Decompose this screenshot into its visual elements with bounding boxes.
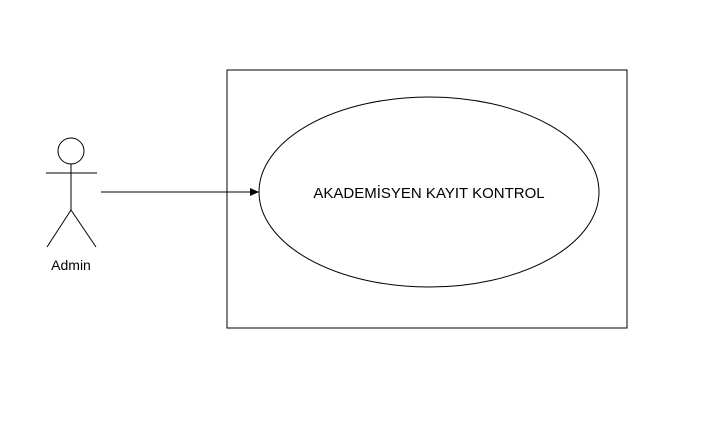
actor-head bbox=[57, 137, 85, 165]
use-case-ellipse bbox=[258, 96, 600, 288]
actor-right-leg bbox=[70, 209, 97, 248]
actor-left-leg bbox=[46, 209, 72, 248]
actor-label: Admin bbox=[51, 257, 91, 273]
actor-admin[interactable]: Admin bbox=[46, 137, 97, 273]
use-case-label: AKADEMİSYEN KAYIT KONTROL bbox=[313, 184, 544, 202]
use-case-akademisyen-kayit-kontrol[interactable]: AKADEMİSYEN KAYIT KONTROL bbox=[258, 96, 600, 288]
